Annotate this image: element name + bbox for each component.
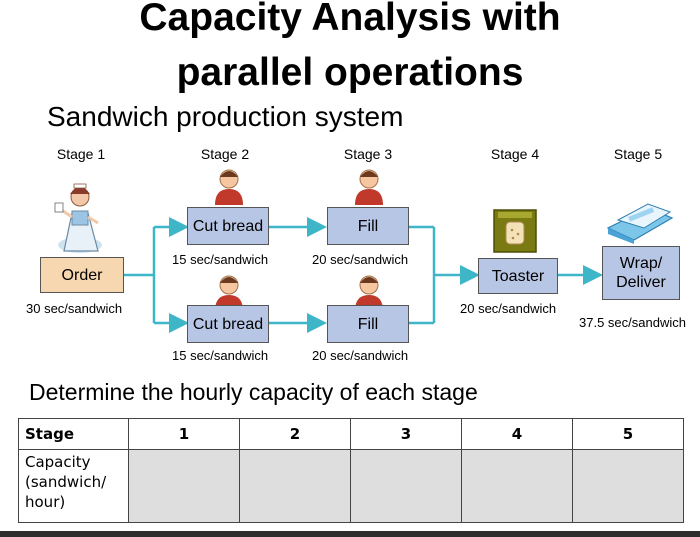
cut-bread-top-box: Cut bread — [187, 207, 269, 245]
table-header-row: Stage 1 2 3 4 5 — [18, 418, 684, 450]
stage-label-1: Stage 1 — [56, 146, 106, 162]
stage-label-3: Stage 3 — [343, 146, 393, 162]
table-header-cell: 3 — [350, 418, 462, 450]
worker-icon — [215, 169, 243, 205]
table-header-cell: Stage — [18, 418, 129, 450]
cut-bread-bottom-box: Cut bread — [187, 305, 269, 343]
order-box: Order — [40, 257, 124, 293]
stage-label-5: Stage 5 — [613, 146, 663, 162]
table-header-cell: 4 — [461, 418, 573, 450]
toaster-box: Toaster — [478, 258, 558, 294]
fill-bottom-rate: 20 sec/sandwich — [312, 348, 409, 363]
capacity-table: Stage 1 2 3 4 5 Capacity (sandwich/ hour… — [18, 418, 684, 523]
cut-bread-bottom-rate: 15 sec/sandwich — [172, 348, 269, 363]
capacity-cell-stage-4[interactable] — [461, 449, 573, 523]
capacity-cell-stage-5[interactable] — [572, 449, 684, 523]
cut-bread-top-rate: 15 sec/sandwich — [172, 252, 269, 267]
capacity-cell-stage-2[interactable] — [239, 449, 351, 523]
wrap-machine-icon — [606, 203, 674, 244]
fill-top-box: Fill — [327, 207, 409, 245]
fill-bottom-box: Fill — [327, 305, 409, 343]
wrap-deliver-box: Wrap/ Deliver — [602, 246, 680, 300]
title-line-1: Capacity Analysis with — [139, 0, 561, 39]
title-line-2: parallel operations — [176, 51, 524, 94]
stage-label-2: Stage 2 — [200, 146, 250, 162]
fill-top-rate: 20 sec/sandwich — [312, 252, 409, 267]
table-header-cell: 2 — [239, 418, 351, 450]
capacity-row-label: Capacity (sandwich/ hour) — [18, 449, 129, 523]
waitress-icon — [54, 183, 102, 253]
subtitle: Sandwich production system — [47, 101, 404, 132]
order-rate: 30 sec/sandwich — [26, 301, 123, 316]
wrap-deliver-rate: 37.5 sec/sandwich — [579, 315, 686, 330]
table-row: Capacity (sandwich/ hour) — [18, 449, 684, 523]
toaster-rate: 20 sec/sandwich — [460, 301, 557, 316]
bottom-border — [0, 531, 700, 537]
table-header-cell: 1 — [128, 418, 240, 450]
stage-label-4: Stage 4 — [490, 146, 540, 162]
worker-icon — [355, 169, 383, 205]
capacity-cell-stage-3[interactable] — [350, 449, 462, 523]
question-text: Determine the hourly capacity of each st… — [29, 379, 478, 405]
table-header-cell: 5 — [572, 418, 684, 450]
toaster-icon — [493, 209, 537, 253]
capacity-cell-stage-1[interactable] — [128, 449, 240, 523]
